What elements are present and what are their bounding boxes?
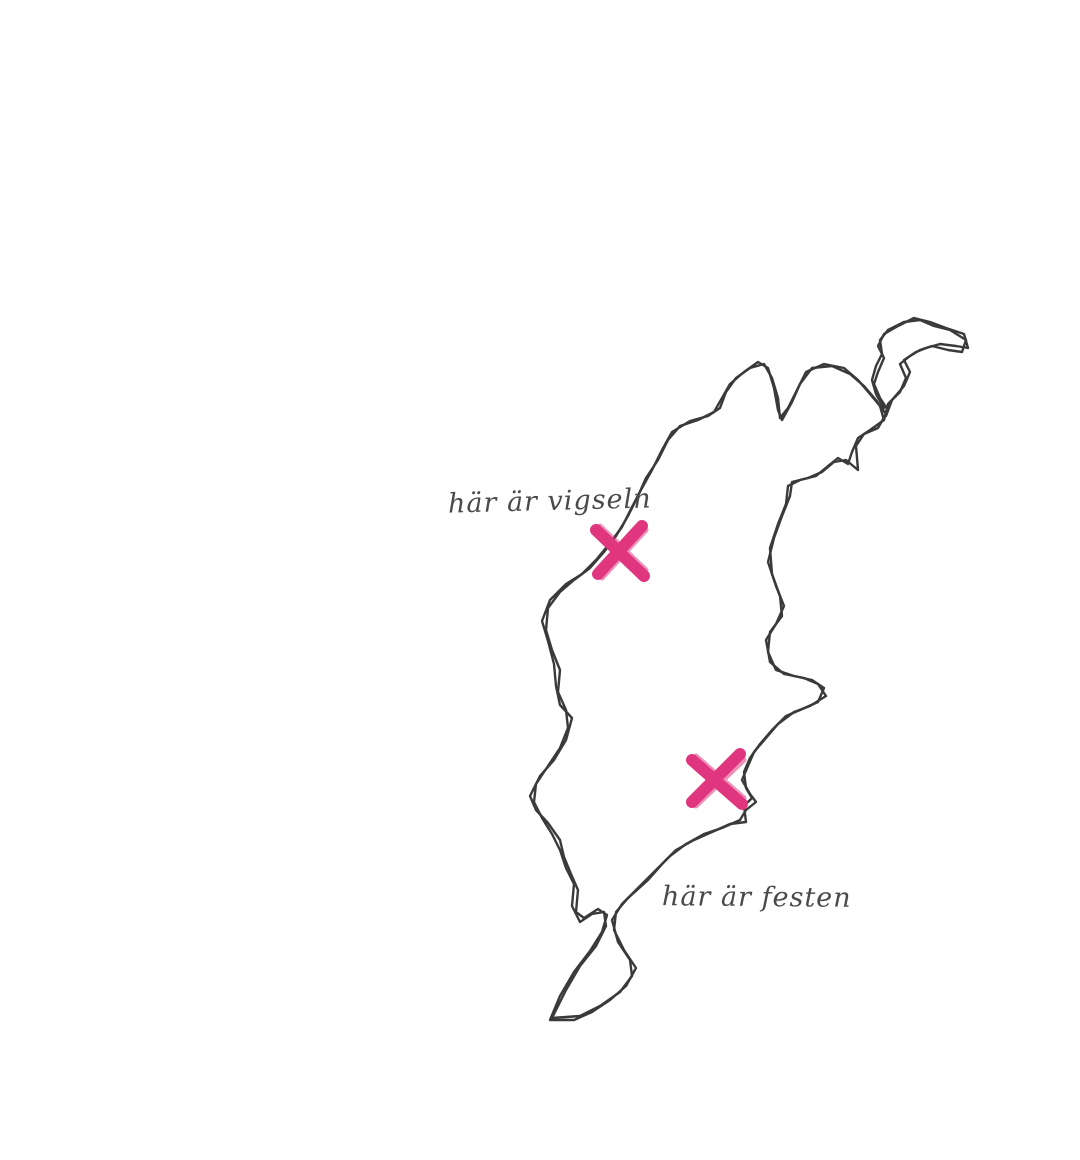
- island-outline-stroke-1: [528, 362, 886, 1022]
- island-outline-hook-1: [870, 318, 968, 422]
- ceremony-cross-icon: [590, 520, 650, 582]
- island-outline-hook-2: [872, 316, 970, 418]
- island-outline: [528, 316, 970, 1022]
- party-label: här är festen: [661, 881, 852, 914]
- island-outline-stroke-2: [532, 360, 888, 1020]
- party-cross-icon: [686, 748, 748, 810]
- ceremony-label: här är vigseln: [447, 483, 652, 520]
